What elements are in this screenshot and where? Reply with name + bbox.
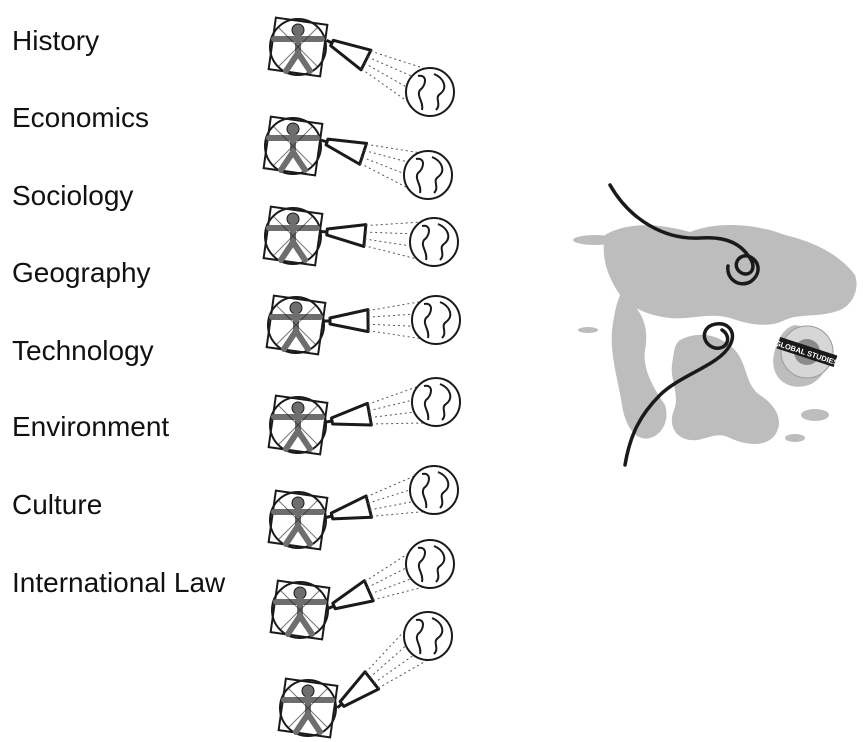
observer-group-5 [267,377,461,456]
front-line-west [623,322,735,467]
globe-icon [411,377,461,427]
observer-group-8 [277,611,453,739]
telescope-icon [320,223,368,248]
globe-icon [405,539,455,589]
observer-group-1 [267,16,455,117]
observer-group-4 [265,294,461,356]
island [801,409,829,421]
observer-illustrations [262,16,461,739]
global-studies-badge-icon: GLOBAL STUDIES [774,325,840,379]
vitruvian-man-icon [267,16,329,78]
telescope-icon [325,38,373,72]
label-culture: Culture [12,489,103,520]
vitruvian-man-icon [267,489,329,551]
landmass-west [611,295,667,439]
label-history: History [12,25,100,56]
front-line-north [608,183,760,286]
observer-group-6 [267,465,459,551]
telescope-icon [323,308,370,334]
label-economics: Economics [12,102,149,133]
world-map-icon: GLOBAL STUDIES [573,183,857,467]
globe-icon [411,295,461,345]
observer-group-7 [269,539,455,641]
vitruvian-man-icon [267,394,329,456]
landmass-south [671,334,780,444]
label-environment: Environment [12,411,170,442]
observer-column [262,16,461,739]
vitruvian-man-icon [265,294,327,356]
label-technology: Technology [12,335,154,366]
globe-icon [409,465,459,515]
label-international-law: International Law [12,567,226,598]
globe-icon [409,217,459,267]
label-sociology: Sociology [12,180,134,211]
telescope-icon [325,401,373,427]
observer-group-3 [262,205,459,267]
island [578,327,598,333]
telescope-icon [327,579,375,611]
island [573,235,617,245]
globe-icon [405,67,455,117]
label-geography: Geography [12,257,151,288]
globe-icon [403,611,453,661]
telescope-icon [325,494,374,521]
vitruvian-man-icon [262,115,324,177]
vitruvian-man-icon [269,579,331,641]
vitruvian-man-icon [277,677,339,739]
telescope-icon [320,137,369,166]
vitruvian-man-icon [262,205,324,267]
telescope-icon [336,670,381,709]
observer-group-2 [262,115,453,200]
globe-icon [403,150,453,200]
island [785,434,805,442]
sight-lines [363,221,430,262]
